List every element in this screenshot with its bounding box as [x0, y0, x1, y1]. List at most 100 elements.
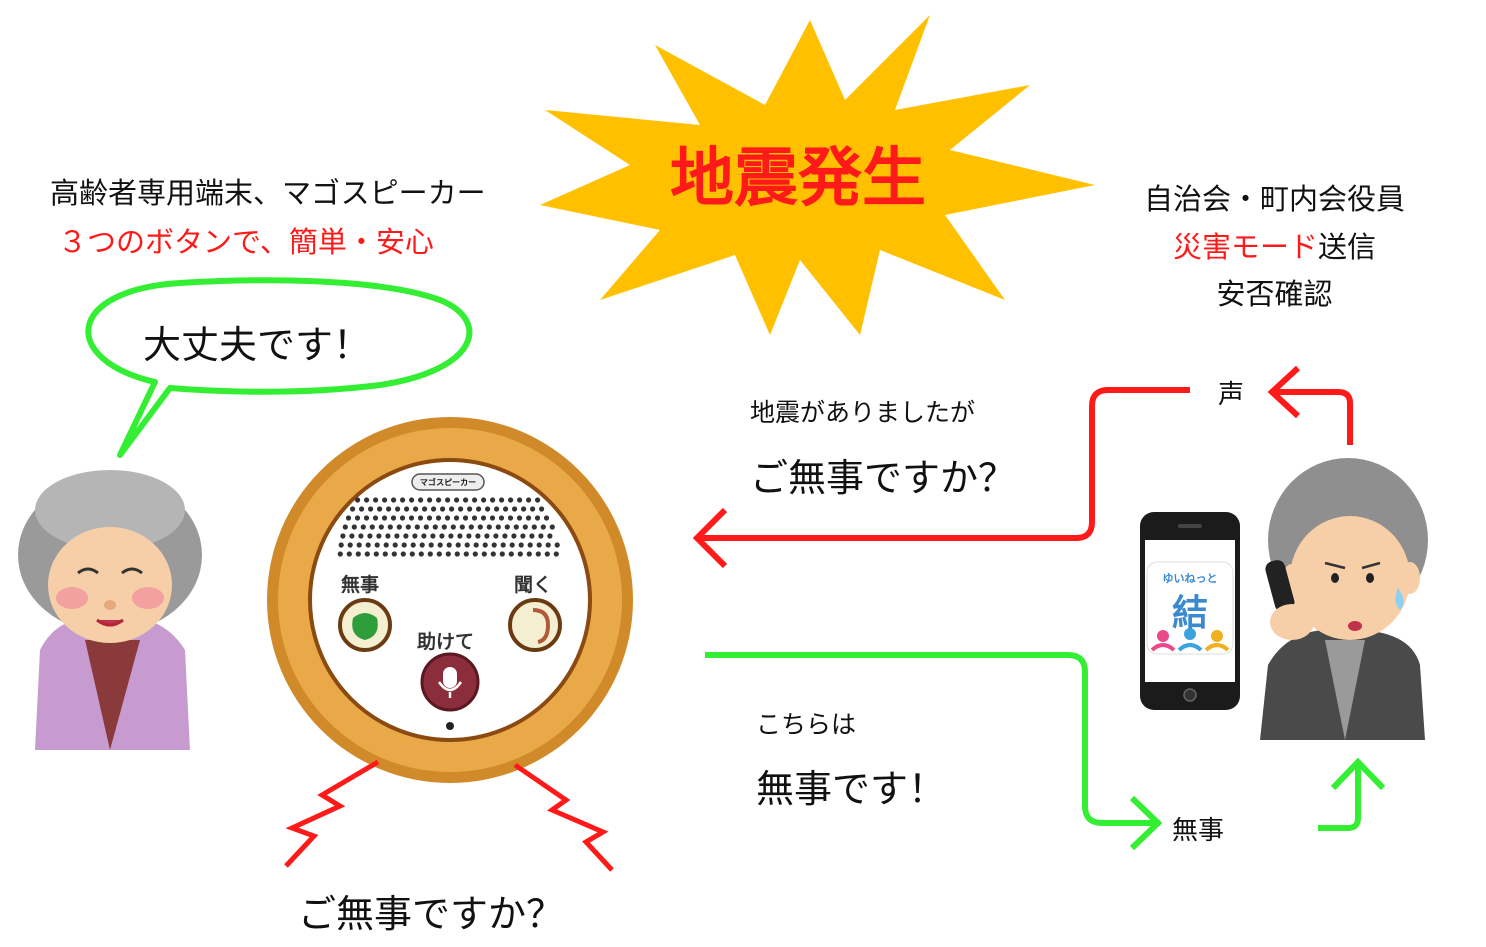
grille-dot [385, 533, 391, 539]
grille-dot [441, 524, 447, 530]
grille-dot [525, 515, 532, 521]
grille-dot [367, 533, 373, 539]
grille-dot [457, 533, 463, 539]
grille-dot [391, 551, 397, 557]
grille-dot [364, 497, 370, 503]
grille-dot [381, 515, 388, 521]
elderly-woman-illustration [18, 470, 202, 750]
grille-dot [401, 542, 407, 548]
grille-dot [508, 497, 514, 503]
grille-dot [508, 551, 514, 557]
grille-dot [507, 515, 514, 521]
grille-dot [409, 551, 415, 557]
listen-button[interactable] [508, 598, 562, 652]
grille-dot [472, 497, 478, 503]
grille-dot [377, 506, 383, 512]
grille-dot [494, 506, 500, 512]
grille-dot [345, 515, 352, 521]
grille-dot [511, 506, 518, 512]
grille-dot [392, 542, 398, 548]
grille-dot [448, 533, 454, 539]
grille-dot [553, 551, 559, 557]
grille-dot [473, 542, 479, 548]
grille-dot [539, 506, 545, 512]
grille-dot [547, 533, 553, 539]
grille-dot [536, 542, 542, 548]
grille-dot [378, 524, 384, 530]
grille-dot [520, 533, 526, 539]
grille-dot [351, 524, 357, 530]
mago-speaker-device [267, 417, 633, 783]
microphone-icon [443, 667, 457, 688]
grille-dot [342, 524, 348, 530]
ear-icon [532, 608, 551, 644]
speaker-grille [337, 497, 560, 557]
grille-dot [454, 497, 460, 503]
speaker-led [446, 722, 454, 730]
green-incoming-arrow [705, 652, 1160, 826]
grille-dot [517, 551, 523, 557]
grille-dot [376, 533, 382, 539]
sound-zigzag-left [284, 759, 380, 868]
grille-dot [475, 533, 481, 539]
grille-dot [471, 515, 478, 521]
burst-label: 地震発生 [670, 142, 926, 216]
grille-dot [428, 542, 434, 548]
grille-dot [359, 506, 365, 512]
grille-dot [498, 515, 505, 521]
grille-dot [462, 515, 469, 521]
grille-dot [535, 551, 541, 557]
grille-dot [549, 524, 555, 530]
grille-dot [530, 506, 536, 512]
grille-dot [481, 551, 487, 557]
grille-dot [396, 524, 402, 530]
grille-dot [463, 497, 469, 503]
speech-bubble [85, 277, 473, 458]
green-arrowhead-right [1129, 795, 1163, 851]
grille-dot [504, 524, 510, 530]
officer-info-line2: 災害モード送信 [1112, 224, 1437, 266]
grille-dot [502, 533, 508, 539]
grille-dot [509, 542, 515, 548]
grille-dot [455, 542, 461, 548]
incoming-message-line1: こちらは [756, 710, 857, 739]
grille-dot [445, 497, 451, 503]
help-button-label: 助けて [417, 631, 475, 653]
grille-dot [449, 506, 455, 512]
grille-dot [534, 515, 541, 521]
grille-dot [409, 497, 415, 503]
safe-status-label: 無事 [1172, 816, 1225, 846]
grille-dot [477, 524, 483, 530]
safe-button[interactable] [338, 598, 392, 652]
grille-dot [486, 524, 492, 530]
grille-dot [364, 551, 370, 557]
grille-dot [535, 497, 541, 503]
grille-dot [373, 551, 379, 557]
grille-dot [500, 542, 506, 548]
grille-dot [403, 533, 409, 539]
grille-dot [356, 542, 362, 548]
grille-dot [423, 524, 429, 530]
grille-dot [459, 524, 465, 530]
speaker-brand-plate [411, 473, 485, 491]
red-arrowhead-left [692, 507, 728, 569]
grille-dot [382, 551, 388, 557]
grille-dot [499, 497, 505, 503]
earthquake-burst [540, 15, 1095, 335]
grille-dot [439, 533, 445, 539]
grille-dot [355, 497, 361, 503]
grille-dot [436, 551, 442, 557]
elderly-man-illustration [1260, 458, 1428, 740]
smartphone [1140, 512, 1240, 710]
grille-dot [427, 551, 433, 557]
app-icon-kanji: 結 [1171, 593, 1208, 634]
listen-button-label: 聞く [514, 574, 553, 596]
grille-dot [387, 524, 393, 530]
grille-dot [430, 533, 436, 539]
help-button[interactable] [420, 652, 480, 712]
grille-dot [372, 515, 379, 521]
green-safe-arrow [1318, 763, 1361, 831]
grille-dot [490, 551, 496, 557]
grille-dot [513, 524, 519, 530]
grille-dot [464, 542, 470, 548]
